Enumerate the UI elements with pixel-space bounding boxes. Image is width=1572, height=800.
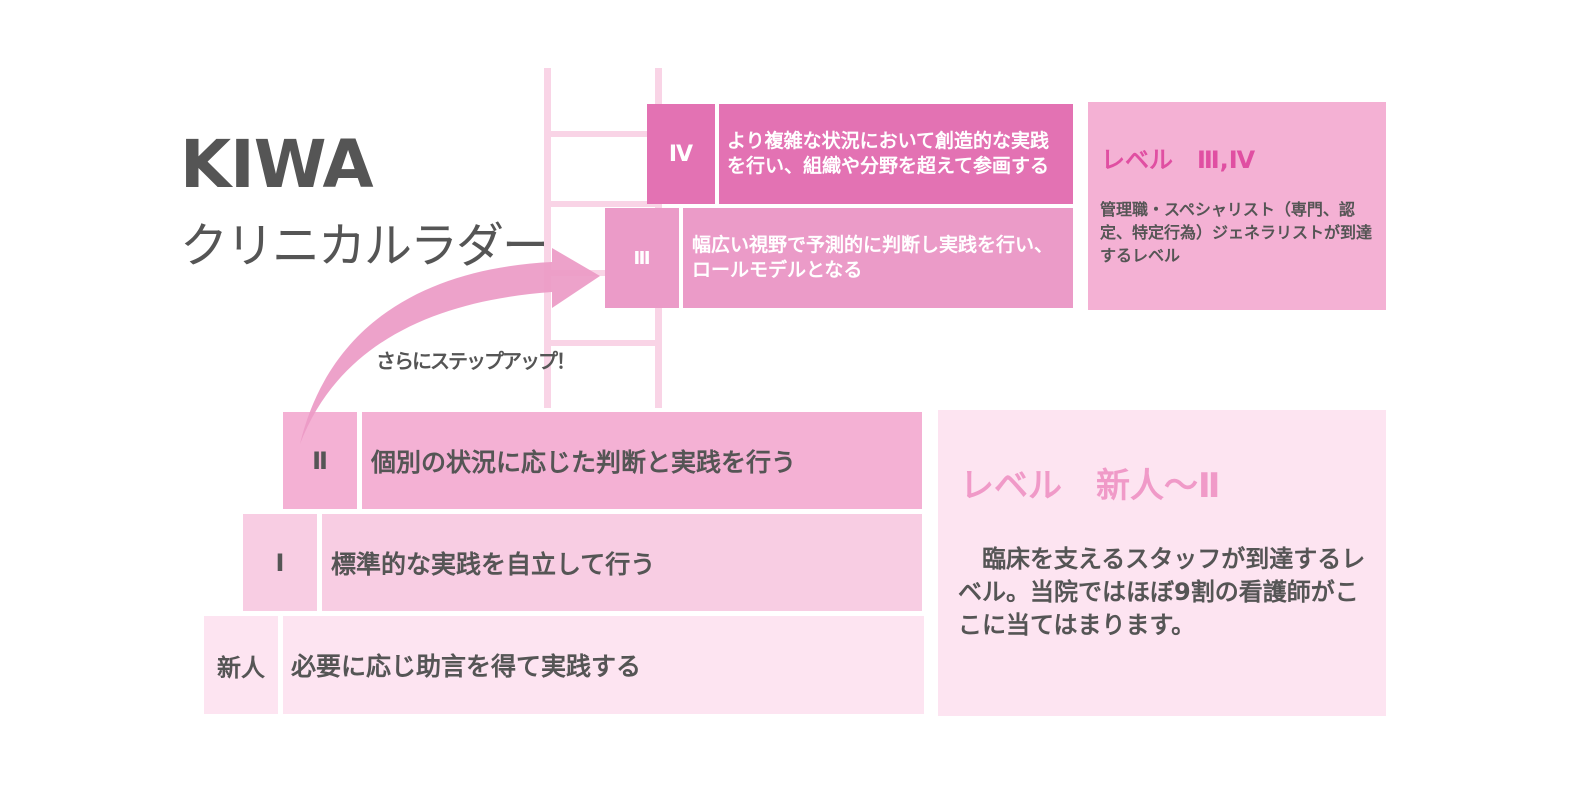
level-1-text: 標準的な実践を自立して行う [331,549,656,579]
ladder-rung [551,131,655,137]
ladder-rung [551,340,655,346]
info-lower-title: レベル 新人～Ⅱ [960,466,1221,506]
ladder-rung [551,270,655,276]
ladder-rung [551,201,655,207]
page-title: KIWA [180,126,374,203]
step-up-arrow-shape [300,248,600,444]
level-new-description: 必要に応じ助言を得て実践する [283,616,924,714]
level-1-label: Ⅰ [243,514,317,611]
info-lower-text: 臨床を支えるスタッフが到達するレベル。当院ではほぼ9割の看護師がここに当てはまり… [958,545,1366,639]
level-new-label: 新人 [204,616,278,714]
level-4-text: より複雑な状況において創造的な実践を行い、組織や分野を超えて参画する [727,130,1050,177]
ladder-rail-left [544,68,551,408]
level-4-label: Ⅳ [647,104,715,204]
level-4-description: より複雑な状況において創造的な実践を行い、組織や分野を超えて参画する [719,104,1073,204]
level-3-text: 幅広い視野で予測的に判断し実践を行い、ロールモデルとなる [692,234,1054,281]
level-1-description: 標準的な実践を自立して行う [322,514,922,611]
page-subtitle: クリニカルラダー [180,218,550,274]
level-new-text: 必要に応じ助言を得て実践する [291,652,642,681]
level-2-text: 個別の状況に応じた判断と実践を行う [371,447,797,477]
info-box-upper [1088,102,1386,310]
level-3-label: Ⅲ [605,208,679,308]
level-2-label: Ⅱ [283,412,357,509]
level-2-description: 個別の状況に応じた判断と実践を行う [362,412,922,509]
step-up-label: さらにステップアップ！ [376,349,576,373]
info-upper-title: レベル Ⅲ,Ⅳ [1101,146,1256,174]
info-upper-text: 管理職・スペシャリスト（専門、認定、特定行為）ジェネラリストが到達するレベル [1100,200,1373,265]
info-box-lower [938,410,1386,716]
level-3-description: 幅広い視野で予測的に判断し実践を行い、ロールモデルとなる [683,208,1073,308]
